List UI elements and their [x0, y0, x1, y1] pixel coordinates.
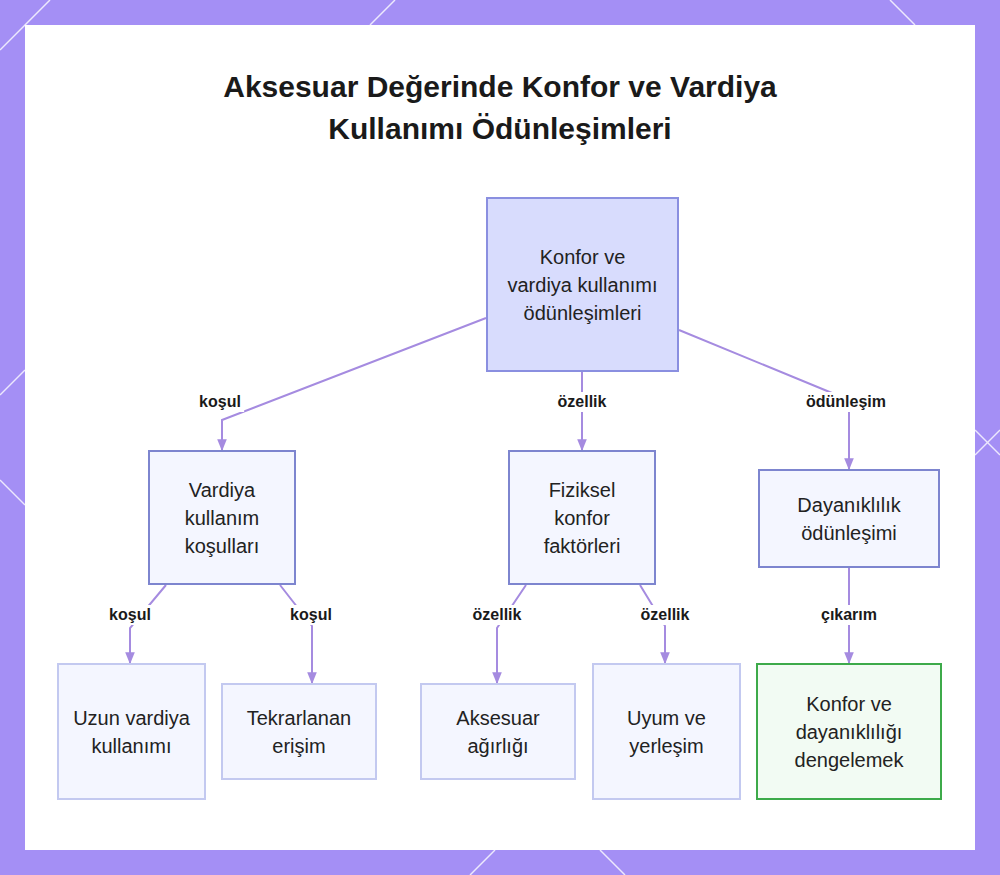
corner-line [0, 480, 25, 505]
node-text: Tekrarlanan erişim [235, 704, 363, 760]
edge-label: ödünleşim [803, 392, 889, 412]
corner-line [975, 430, 1000, 455]
result-box: Konfor ve dayanıklılığı dengelemek [756, 663, 942, 800]
node-text: Dayanıklılık ödünleşimi [772, 491, 926, 547]
node-text: Uyum ve yerleşim [606, 704, 727, 760]
concept-box: Uzun vardiya kullanımı [57, 663, 206, 800]
edge-label: koşul [106, 605, 154, 625]
corner-line [975, 430, 1000, 455]
edge-label: koşul [287, 605, 335, 625]
corner-line [600, 850, 625, 875]
edge-label: özellik [555, 392, 610, 412]
edge-label: koşul [196, 392, 244, 412]
node-text: Aksesuar ağırlığı [434, 704, 562, 760]
node-text: Konfor ve dayanıklılığı dengelemek [770, 690, 928, 774]
corner-line [890, 0, 915, 25]
concept-box: Tekrarlanan erişim [221, 683, 377, 780]
concept-box: Uyum ve yerleşim [592, 663, 741, 800]
node-text: Vardiya kullanım koşulları [162, 476, 282, 560]
edge-label: çıkarım [818, 605, 880, 625]
connector [222, 318, 486, 450]
connector [497, 585, 526, 683]
concept-box: Dayanıklılık ödünleşimi [758, 469, 940, 568]
connector [280, 585, 312, 683]
root-box: Konfor ve vardiya kullanımı ödünleşimler… [486, 197, 679, 372]
node-text: Konfor ve vardiya kullanımı ödünleşimler… [506, 243, 659, 327]
concept-box: Fiziksel konfor faktörleri [508, 450, 656, 585]
concept-box: Aksesuar ağırlığı [420, 683, 576, 780]
corner-line [370, 0, 395, 25]
corner-line [0, 0, 50, 50]
diagram-title: Aksesuar Değerinde Konfor ve Vardiya Kul… [170, 66, 830, 150]
concept-box: Vardiya kullanım koşulları [148, 450, 296, 585]
node-text: Fiziksel konfor faktörleri [522, 476, 642, 560]
edge-label: özellik [638, 605, 693, 625]
node-text: Uzun vardiya kullanımı [71, 704, 192, 760]
edge-label: özellik [470, 605, 525, 625]
corner-line [470, 850, 495, 875]
corner-line [0, 370, 25, 395]
